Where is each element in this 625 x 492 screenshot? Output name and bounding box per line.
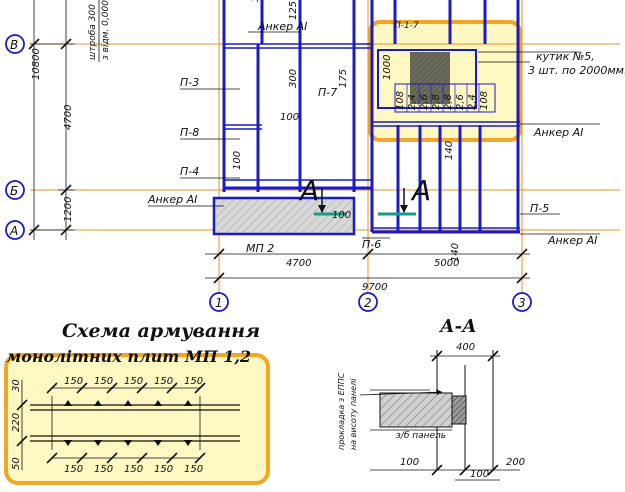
label-p5: П-5	[530, 202, 549, 215]
angle-spec-table: 108 2,4 2,6 2,8 2,8 2,6 2,4 108	[394, 83, 496, 113]
svg-text:А: А	[9, 224, 18, 238]
svg-text:3: 3	[518, 296, 526, 310]
label-p4: П-4	[180, 165, 199, 178]
section-label-panel: з/б панель	[396, 431, 446, 441]
dim-9700: 9700	[362, 282, 387, 293]
svg-text:108: 108	[479, 91, 490, 110]
section-dim-200: 200	[506, 457, 525, 468]
label-anker-bottom-right: Анкер АI	[547, 234, 597, 247]
left-dimension-chain	[28, 0, 75, 240]
rebar-bottom-spacing-1: 150	[64, 464, 83, 475]
rebar-top-spacing-4: 150	[154, 376, 173, 387]
label-anker-top: Анкер АI	[257, 20, 307, 33]
dim-300-top: 300	[250, 0, 261, 2]
dim-300: 300	[288, 69, 299, 88]
section-label-a-right: А	[410, 174, 431, 207]
dim-100-b: 100	[232, 151, 243, 170]
dim-125: 125	[288, 1, 299, 20]
note-shtroba: штроба 300	[88, 4, 98, 60]
svg-text:2,8: 2,8	[431, 94, 442, 110]
axis-marker-a: А	[5, 220, 25, 240]
axis-marker-1: 1	[209, 292, 229, 312]
axis-marker-v: В	[5, 34, 25, 54]
svg-text:2,4: 2,4	[407, 94, 418, 110]
section-dim-100-right: 100	[470, 469, 489, 480]
section-a-a-drawing	[359, 350, 520, 481]
label-p8: П-8	[180, 126, 199, 139]
svg-text:В: В	[10, 38, 18, 52]
label-anker-right: Анкер АI	[533, 126, 583, 139]
section-dim-400: 400	[456, 342, 475, 353]
section-note-1: прокладка з ЕППС	[337, 372, 346, 450]
svg-text:2,8: 2,8	[443, 94, 454, 110]
leader-lines	[148, 31, 600, 239]
label-p17: П-1-7	[394, 21, 419, 31]
section-dim-100-left: 100	[400, 457, 419, 468]
axis-marker-3: 3	[512, 292, 532, 312]
label-kutyk-1: кутик №5,	[536, 50, 595, 63]
dim-140: 140	[444, 141, 455, 160]
axis-marker-2: 2	[358, 292, 378, 312]
label-p6: П-6	[362, 238, 381, 251]
dim-4700-v: 4700	[63, 105, 74, 130]
rebar-top-spacing-5: 150	[184, 376, 203, 387]
dim-140-b: 140	[450, 243, 461, 262]
highlight-box-rebar	[4, 353, 270, 485]
svg-text:1: 1	[215, 296, 223, 310]
rebar-bottom-spacing-2: 150	[94, 464, 113, 475]
svg-text:2: 2	[364, 296, 372, 310]
dim-175: 175	[338, 69, 349, 88]
section-note-2: на висоту панелі	[349, 378, 358, 450]
bottom-dimension-chain	[205, 248, 530, 284]
label-p7: П-7	[318, 86, 337, 99]
svg-text:Б: Б	[10, 184, 18, 198]
label-mp2: МП 2	[246, 242, 274, 255]
dim-1000: 1000	[382, 55, 393, 80]
rebar-title-line1: Схема армування	[62, 320, 260, 342]
svg-text:2,6: 2,6	[455, 94, 466, 110]
label-p3: П-3	[180, 76, 199, 89]
rebar-top-spacing-2: 150	[94, 376, 113, 387]
rebar-bottom-spacing-5: 150	[184, 464, 203, 475]
rebar-top-spacing-1: 150	[64, 376, 83, 387]
dim-1200: 1200	[63, 197, 74, 222]
dim-10800: 10800	[31, 48, 42, 80]
svg-text:2,4: 2,4	[467, 94, 478, 110]
svg-text:2,6: 2,6	[419, 94, 430, 110]
rebar-dim-220: 220	[11, 413, 22, 432]
rebar-top-spacing-3: 150	[124, 376, 143, 387]
dim-5000: 5000	[434, 258, 459, 269]
label-kutyk-2: 3 шт. по 2000мм.	[528, 64, 625, 77]
axis-marker-b: Б	[5, 180, 25, 200]
rebar-bottom-spacing-3: 150	[124, 464, 143, 475]
note-z-vidm: з відм. 0,000	[101, 0, 111, 60]
dim-100-c: 100	[332, 210, 351, 221]
rebar-scheme	[16, 380, 240, 470]
rebar-title-line2: монолітних плит МП 1,2	[6, 347, 251, 366]
dim-4700-h: 4700	[286, 258, 311, 269]
svg-text:108: 108	[395, 91, 406, 110]
rebar-dim-50: 50	[11, 457, 22, 470]
rebar-bottom-spacing-4: 150	[154, 464, 173, 475]
section-title: А-А	[438, 316, 477, 337]
dim-100-a: 100	[280, 112, 299, 123]
section-label-a-left: А	[298, 174, 319, 207]
label-anker-left: Анкер АI	[147, 193, 197, 206]
rebar-dim-30: 30	[11, 379, 22, 392]
